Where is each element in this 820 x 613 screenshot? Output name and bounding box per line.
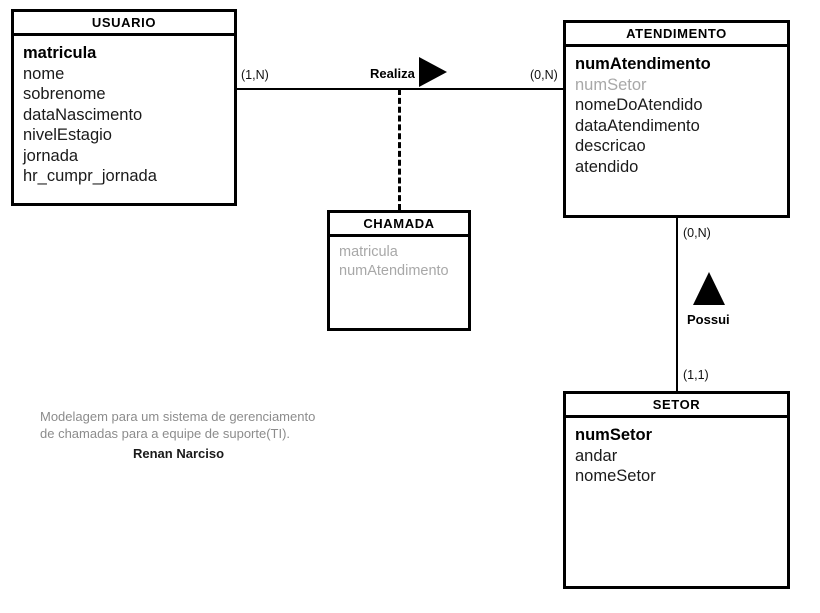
cardinality-realiza-right: (0,N)	[530, 68, 558, 82]
attribute-numAtendimento: numAtendimento	[575, 55, 711, 73]
entity-setor[interactable]: SETOR numSetor andar nomeSetor	[563, 391, 790, 589]
entity-chamada[interactable]: CHAMADA matricula numAtendimento	[327, 210, 471, 331]
attribute-dataAtendimento: dataAtendimento	[575, 116, 700, 135]
caption-line-1: Modelagem para um sistema de gerenciamen…	[40, 409, 316, 424]
attribute-numSetor-pk: numSetor	[575, 426, 653, 444]
cardinality-possui-top: (0,N)	[683, 226, 711, 240]
entity-atendimento-title: ATENDIMENTO	[566, 23, 787, 47]
attribute-hr-cumpr-jornada: hr_cumpr_jornada	[23, 167, 157, 185]
attribute-numSetor-fk: numSetor	[575, 75, 647, 94]
entity-atendimento-attributes: numAtendimento numSetor nomeDoAtendido d…	[566, 47, 787, 177]
attribute-chamada-matricula: matricula	[339, 244, 398, 260]
entity-atendimento[interactable]: ATENDIMENTO numAtendimento numSetor nome…	[563, 20, 790, 218]
possui-direction-triangle-icon	[693, 272, 725, 305]
relationship-line-possui	[676, 218, 678, 391]
attribute-matricula: matricula	[23, 44, 97, 62]
entity-setor-attributes: numSetor andar nomeSetor	[566, 418, 787, 487]
entity-usuario[interactable]: USUARIO matricula nome sobrenome dataNas…	[11, 9, 237, 206]
attribute-jornada: jornada	[23, 146, 79, 165]
relationship-label-possui: Possui	[687, 312, 730, 327]
entity-usuario-title: USUARIO	[14, 12, 234, 36]
attribute-atendido: atendido	[575, 157, 639, 176]
attribute-nomeSetor: nomeSetor	[575, 467, 656, 485]
attribute-andar: andar	[575, 446, 618, 465]
attribute-dataNascimento: dataNascimento	[23, 105, 143, 124]
relationship-label-realiza: Realiza	[370, 66, 415, 81]
associative-link-chamada	[398, 89, 401, 210]
caption-author: Renan Narciso	[133, 446, 225, 461]
attribute-nivelEstagio: nivelEstagio	[23, 126, 112, 144]
attribute-descricao: descricao	[575, 137, 646, 155]
entity-chamada-attributes: matricula numAtendimento	[330, 237, 468, 281]
entity-chamada-title: CHAMADA	[330, 213, 468, 237]
cardinality-realiza-left: (1,N)	[241, 68, 269, 82]
attribute-nome: nome	[23, 64, 65, 83]
entity-usuario-attributes: matricula nome sobrenome dataNascimento …	[14, 36, 234, 187]
attribute-sobrenome: sobrenome	[23, 85, 106, 103]
cardinality-possui-bottom: (1,1)	[683, 368, 709, 382]
attribute-chamada-numAtendimento: numAtendimento	[339, 263, 449, 279]
attribute-nomeDoAtendido: nomeDoAtendido	[575, 96, 703, 114]
entity-setor-title: SETOR	[566, 394, 787, 418]
caption-line-2: de chamadas para a equipe de suporte(TI)…	[40, 426, 291, 441]
realiza-direction-triangle-icon	[419, 57, 447, 87]
